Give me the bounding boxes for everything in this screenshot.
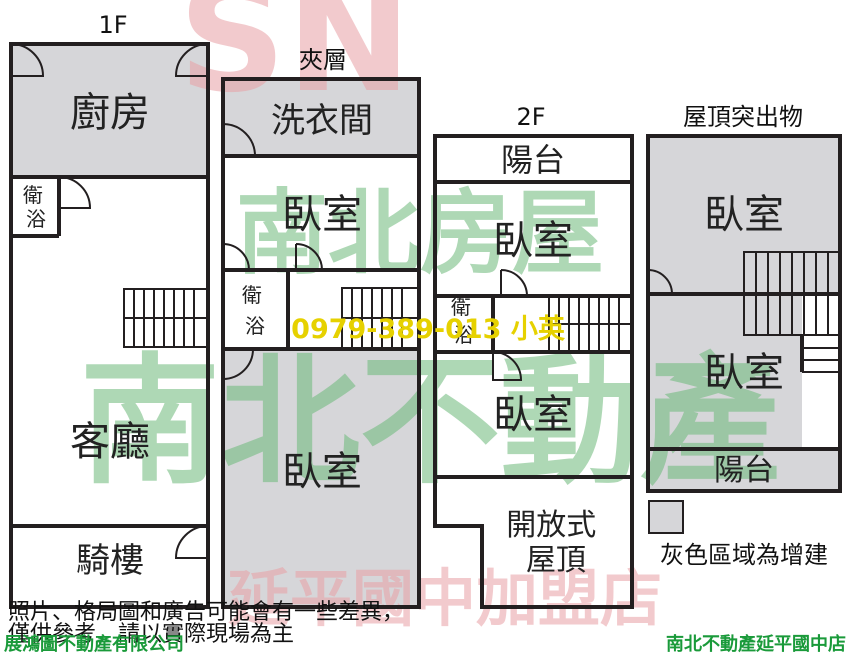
room-mezz-bedroom-top: 臥室: [282, 192, 362, 238]
disclaimer-line2: 僅供參考，請以實際現場為主: [8, 622, 294, 647]
contact-text: 0979-389-013 小英: [291, 314, 566, 345]
stairs-roof: [743, 251, 841, 373]
room-2f-bedroom-top: 臥室: [493, 218, 573, 264]
room-2f-bath: 衛 浴: [451, 295, 477, 347]
stairs: [123, 251, 841, 373]
room-1f-living: 客廳: [70, 419, 150, 465]
room-2f-bath-char1: 衛: [451, 295, 471, 319]
room-mezz-bedroom-bottom: 臥室: [282, 449, 362, 495]
legend-text: 灰色區域為增建: [660, 541, 828, 569]
room-mezz-laundry: 洗衣間: [271, 101, 373, 141]
room-mezz-bath-char2: 浴: [245, 314, 265, 338]
wall-2f: [433, 134, 634, 609]
room-2f-bath-char2: 浴: [454, 323, 474, 347]
room-1f-bath: 衛 浴: [23, 183, 49, 231]
watermark-bottom: 延平國中加盟店: [228, 562, 662, 635]
title-mezz: 夾層: [299, 46, 347, 74]
stairs-2f: [548, 295, 633, 353]
room-2f-open-roof-line2: 屋頂: [526, 543, 586, 578]
room-2f-open-roof: 開放式 屋頂: [506, 508, 606, 578]
room-roof-bedroom-top: 臥室: [704, 192, 784, 238]
disclaimer-line1: 照片、格局圖和廣告可能會有一些差異，: [8, 600, 404, 625]
grey-roof-balcony: [648, 449, 840, 491]
grey-areas: [11, 44, 840, 607]
room-mezz-bath: 衛 浴: [242, 283, 268, 338]
room-1f-bath-char1: 衛: [23, 183, 43, 207]
room-2f-bedroom-bottom: 臥室: [493, 392, 573, 438]
room-1f-bath-char2: 浴: [26, 207, 46, 231]
room-1f-kitchen: 廚房: [70, 90, 150, 136]
legend-swatch: [648, 500, 684, 534]
title-roof: 屋頂突出物: [683, 103, 803, 131]
room-roof-balcony: 陽台: [714, 453, 774, 488]
title-1f: 1F: [98, 11, 127, 39]
room-1f-arcade: 騎樓: [76, 541, 144, 581]
grey-mezz-top: [223, 79, 419, 156]
footer-left: 展鴻圖不動產有限公司: [4, 633, 184, 655]
stairs-mezz: [341, 287, 420, 350]
stairs-1f: [123, 288, 209, 348]
room-2f-open-roof-line1: 開放式: [506, 508, 596, 543]
grey-kitchen: [11, 44, 208, 177]
room-roof-bedroom-bottom: 臥室: [704, 350, 784, 396]
title-2f: 2F: [516, 103, 545, 131]
grey-roof-bottom: [648, 294, 802, 449]
watermark-top: SN: [178, 0, 412, 126]
watermark-big: 南北不動產: [80, 341, 780, 504]
doors: [10, 43, 674, 559]
footer-right: 南北不動產延平國中店: [666, 633, 846, 655]
room-mezz-bath-char1: 衛: [242, 283, 262, 307]
room-2f-balcony: 陽台: [501, 141, 565, 179]
grey-mezz-bedroom: [223, 349, 419, 607]
